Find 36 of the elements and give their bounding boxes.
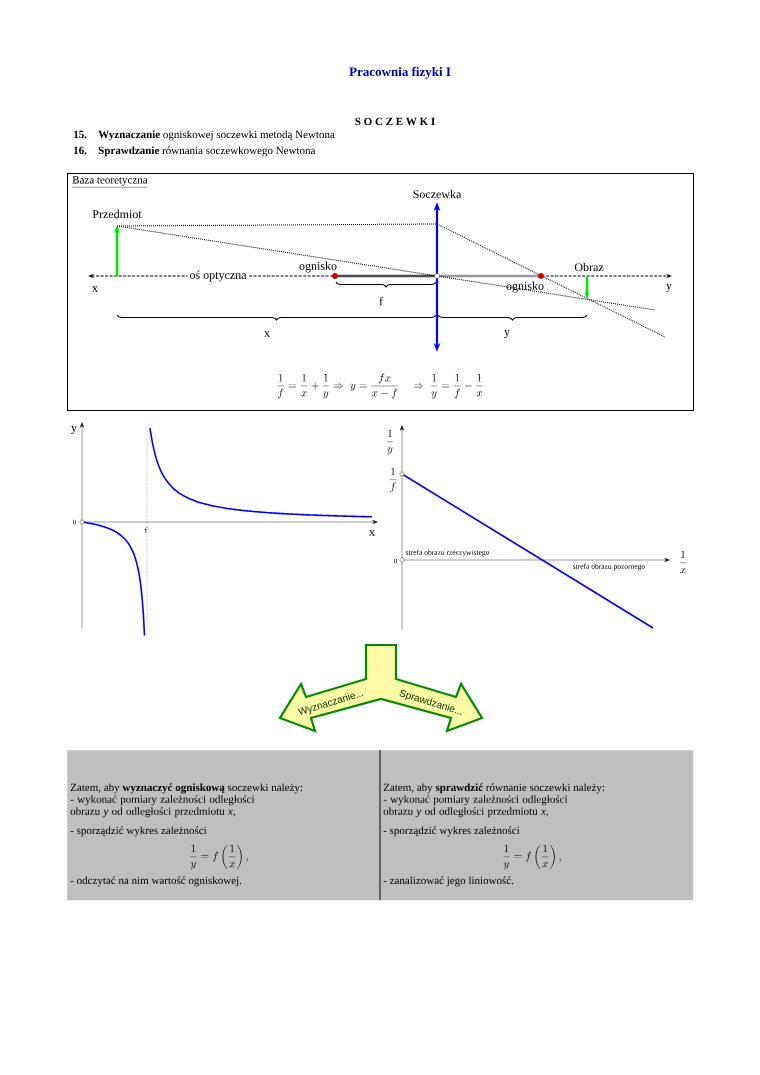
lens-equation: $\frac{1}{f} = \frac{1}{x} + \frac{1}{y} \Rightarrow\; y = \frac{fx}{x- f} \quad\Rightarrow\; \frac{1}{y} = \frac{1}{f} - \frac{1}{x}$	[277, 373, 483, 399]
list-number: 15.	[74, 130, 87, 139]
axis-label: $\frac{1}{f}$	[389, 467, 397, 493]
dimension-label: x	[264, 331, 270, 337]
dimension-label: f	[379, 296, 383, 306]
text-cell: Zatem, aby sprawdzić równanie soczewki należy: - wykonać pomiary zależności odległości obrazu y od odległości przedmiotu x, - sporządzić wykres zależności $\frac{1}{y} = f\left(\frac{1}{x}\right),$ - zanalizować jego liniowość.	[380, 750, 694, 901]
node-label: Zatem, aby sprawdzić równanie soczewki należy:	[383, 783, 605, 794]
axis-label: $\frac{1}{y}$	[387, 429, 393, 455]
lens-label: Soczewka	[413, 189, 462, 199]
node-label: - sporządzić wykres zależności	[70, 826, 207, 837]
list-item: Wyznaczanie ogniskowej soczewki metodą Newtona	[98, 130, 335, 141]
text-cell: Zatem, aby wyznaczyć ogniskową soczewki należy: - wykonać pomiary zależności odległości obrazu y od odległości przedmiotu x, - sporządzić wykres zależności $\frac{1}{y} = f\left(\frac{1}{x}\right),$ - odczytać na nim wartość ogniskowej.	[67, 750, 381, 901]
image-label: Obraz	[574, 262, 604, 272]
axis-label: y	[71, 425, 77, 435]
axis-label: $\frac{1}{x}$	[679, 550, 687, 574]
list-number: 16.	[74, 146, 87, 155]
section-heading: S O C Z E W K I	[355, 117, 435, 126]
node-label: $\frac{1}{y} = f\left(\frac{1}{x}\right),$	[190, 844, 248, 870]
node-label: Zatem, aby wyznaczyć ogniskową soczewki należy:	[70, 783, 303, 794]
node-label: - sporządzić wykres zależności	[383, 826, 520, 837]
axis-label: f	[144, 527, 148, 533]
list-item: Sprawdzanie równania soczewkowego Newtona	[98, 146, 316, 157]
axis-label: x	[92, 286, 98, 292]
dimension-label: y	[504, 329, 510, 339]
focus-label: ognisko	[299, 261, 337, 273]
axis-label: oś optyczna	[187, 268, 249, 284]
focus-label: ognisko	[506, 281, 544, 293]
page-title: Pracownia fizyki I	[349, 66, 451, 79]
node-label: - wykonać pomiary zależności odległości obrazu y od odległości przedmiotu x,	[70, 795, 255, 818]
node-label: $\frac{1}{y} = f\left(\frac{1}{x}\right),$	[503, 844, 561, 870]
object-label: Przedmiot	[92, 209, 142, 219]
axis-label: y	[666, 283, 672, 293]
node-label: - zanalizować jego liniowość.	[383, 876, 514, 887]
node-label: - odczytać na nim wartość ogniskowej.	[70, 876, 242, 887]
node-label: - wykonać pomiary zależności odległości obrazu y od odległości przedmiotu x,	[383, 795, 568, 818]
axis-label: x	[369, 530, 375, 536]
